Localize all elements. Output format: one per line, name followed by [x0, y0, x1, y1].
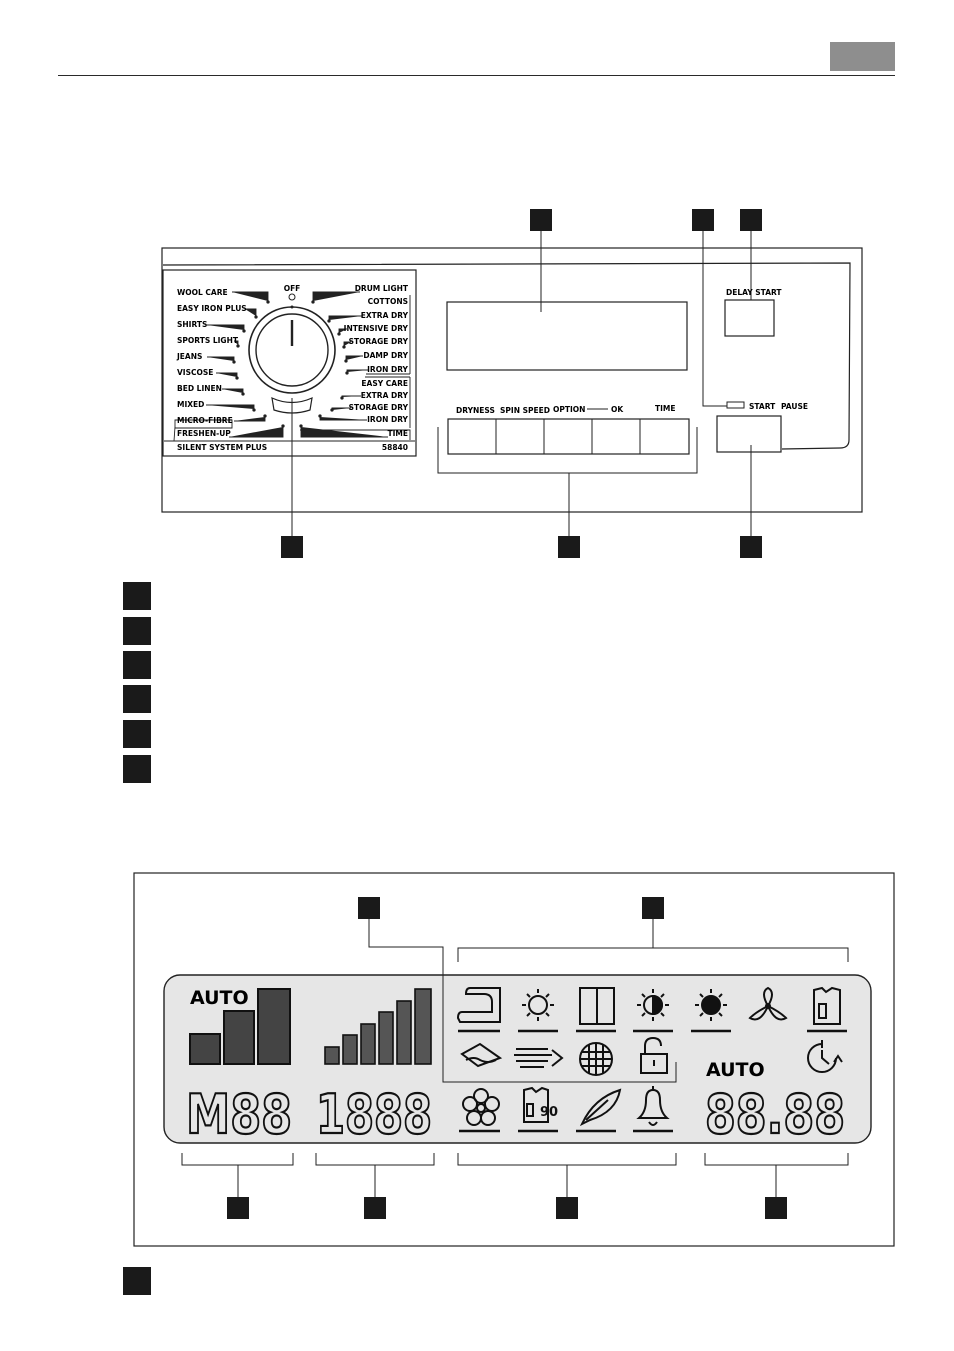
dryness-level-bars — [189, 988, 291, 1065]
programme-label: STORAGE DRY — [349, 403, 409, 412]
left-programme-list: WOOL CARE EASY IRON PLUS SHIRTS SPORTS L… — [176, 288, 247, 438]
model-name: SILENT SYSTEM PLUS — [177, 443, 267, 452]
programme-label: MICRO-FIBRE — [177, 416, 233, 425]
programme-label: EASY IRON PLUS — [177, 304, 247, 313]
programme-label: EASY CARE — [361, 379, 408, 388]
callout-number — [692, 209, 714, 231]
legend-number — [123, 685, 151, 713]
off-indicator — [288, 293, 296, 301]
legend-number — [123, 755, 151, 783]
digits-right: 88.88 — [705, 1083, 845, 1146]
iron-icon — [456, 987, 501, 1033]
programme-label: TIME — [388, 429, 409, 438]
off-label: OFF — [284, 284, 301, 293]
programme-label: EXTRA DRY — [361, 311, 409, 320]
callout-number — [358, 897, 380, 919]
damp-cloth-icon — [460, 1042, 503, 1068]
spin-speed-bars — [324, 988, 432, 1065]
wardrobe-icon — [576, 987, 616, 1033]
ok-label: OK — [611, 405, 624, 414]
callout-number — [530, 209, 552, 231]
start-pause-button[interactable] — [716, 415, 782, 453]
full-sun-icon — [691, 989, 731, 1033]
programme-label: VISCOSE — [177, 368, 213, 377]
programme-label: EXTRA DRY — [361, 391, 409, 400]
header-rule — [58, 75, 895, 76]
legend-number — [123, 1267, 151, 1295]
programme-selector-knob[interactable] — [248, 306, 336, 414]
right-programme-list: DRUM LIGHT COTTONS EXTRA DRY INTENSIVE D… — [344, 284, 409, 438]
lcd-screen — [163, 974, 872, 1144]
callout-number — [642, 897, 664, 919]
callout-number — [364, 1197, 386, 1219]
start-led — [726, 401, 745, 409]
panel-frame — [161, 247, 863, 513]
programme-label: IRON DRY — [367, 415, 408, 424]
delay-start-label: DELAY START — [726, 288, 782, 297]
digits-left: M88 — [186, 1083, 292, 1146]
start-label: START — [749, 402, 776, 411]
programme-label: BED LINEN — [177, 384, 222, 393]
callout-number — [556, 1197, 578, 1219]
programme-label: DAMP DRY — [363, 351, 408, 360]
timer-icon — [807, 1040, 843, 1073]
delay-start-button[interactable] — [724, 299, 775, 337]
callout-number — [281, 536, 303, 558]
programme-label: SHIRTS — [177, 320, 207, 329]
air-flow-icon — [514, 1048, 564, 1068]
minutes-symbol: 90 — [540, 1105, 558, 1120]
programme-label: FRESHEN-UP — [177, 429, 231, 438]
dryness-label: DRYNESS — [456, 406, 495, 415]
callout-number — [765, 1197, 787, 1219]
time-button-label: TIME — [655, 404, 676, 413]
callout-number — [227, 1197, 249, 1219]
half-sun-icon — [633, 989, 673, 1033]
feather-icon — [576, 1088, 622, 1133]
spin-speed-label: SPIN SPEED — [500, 406, 550, 415]
filter-grid-icon — [579, 1042, 613, 1076]
shirt-icon — [807, 986, 847, 1033]
legend-number — [123, 651, 151, 679]
programme-label: COTTONS — [368, 297, 408, 306]
model-number: 58840 — [382, 443, 408, 452]
lock-open-icon — [640, 1036, 668, 1074]
programme-frame — [162, 269, 417, 457]
programme-label: JEANS — [176, 352, 202, 361]
auto-label-left: AUTO — [190, 987, 249, 1009]
button-row — [447, 408, 690, 455]
shirt-time-icon: 90 — [518, 1086, 558, 1133]
sun-outline-icon — [518, 989, 558, 1033]
programme-label: WOOL CARE — [177, 288, 228, 297]
legend-number — [123, 617, 151, 645]
digits-middle: 1888 — [316, 1083, 432, 1146]
programme-label: DRUM LIGHT — [355, 284, 409, 293]
display-window — [446, 301, 688, 371]
auto-label-right: AUTO — [706, 1059, 765, 1081]
fan-icon — [748, 986, 788, 1021]
pause-label: PAUSE — [781, 402, 808, 411]
callout-number — [740, 536, 762, 558]
legend-number — [123, 720, 151, 748]
callout-number — [740, 209, 762, 231]
legend-number — [123, 582, 151, 610]
bell-icon — [633, 1086, 673, 1133]
programme-label: STORAGE DRY — [349, 337, 409, 346]
display-figure-frame — [133, 872, 895, 1247]
callout-number — [558, 536, 580, 558]
page-tab — [830, 42, 895, 71]
programme-label: SPORTS LIGHT — [177, 336, 239, 345]
flower-icon — [459, 1088, 500, 1133]
programme-label: IRON DRY — [367, 365, 408, 374]
programme-label: INTENSIVE DRY — [344, 324, 409, 333]
programme-label: MIXED — [177, 400, 204, 409]
option-label: OPTION — [553, 405, 585, 414]
